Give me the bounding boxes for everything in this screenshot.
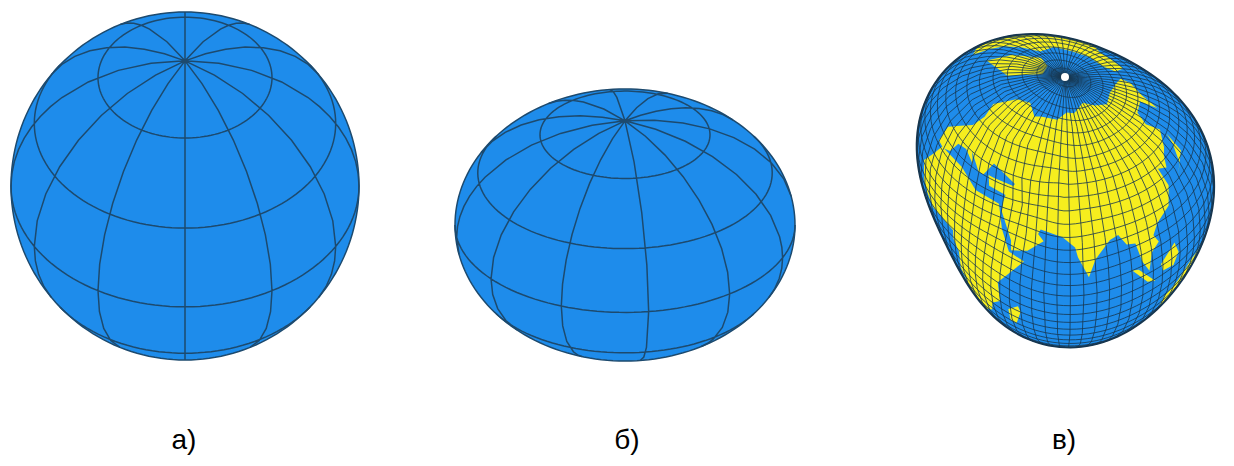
geoid-outline [917, 34, 1214, 347]
graticule [917, 34, 1214, 347]
ellipsoid [455, 89, 795, 361]
graticule [455, 90, 795, 361]
continent [1161, 242, 1178, 270]
graticule [11, 12, 359, 360]
geoid-surface [917, 34, 1214, 347]
sphere [11, 12, 359, 360]
figure-label: а) [172, 423, 197, 457]
figure-label: б) [614, 423, 639, 457]
pole-dot [1061, 73, 1069, 81]
globe-surface [11, 12, 359, 360]
globe-outline [11, 12, 359, 360]
globe-outline [455, 89, 795, 361]
figure-label: в) [1052, 423, 1076, 457]
geoid [917, 34, 1214, 347]
globe-surface [455, 89, 795, 361]
